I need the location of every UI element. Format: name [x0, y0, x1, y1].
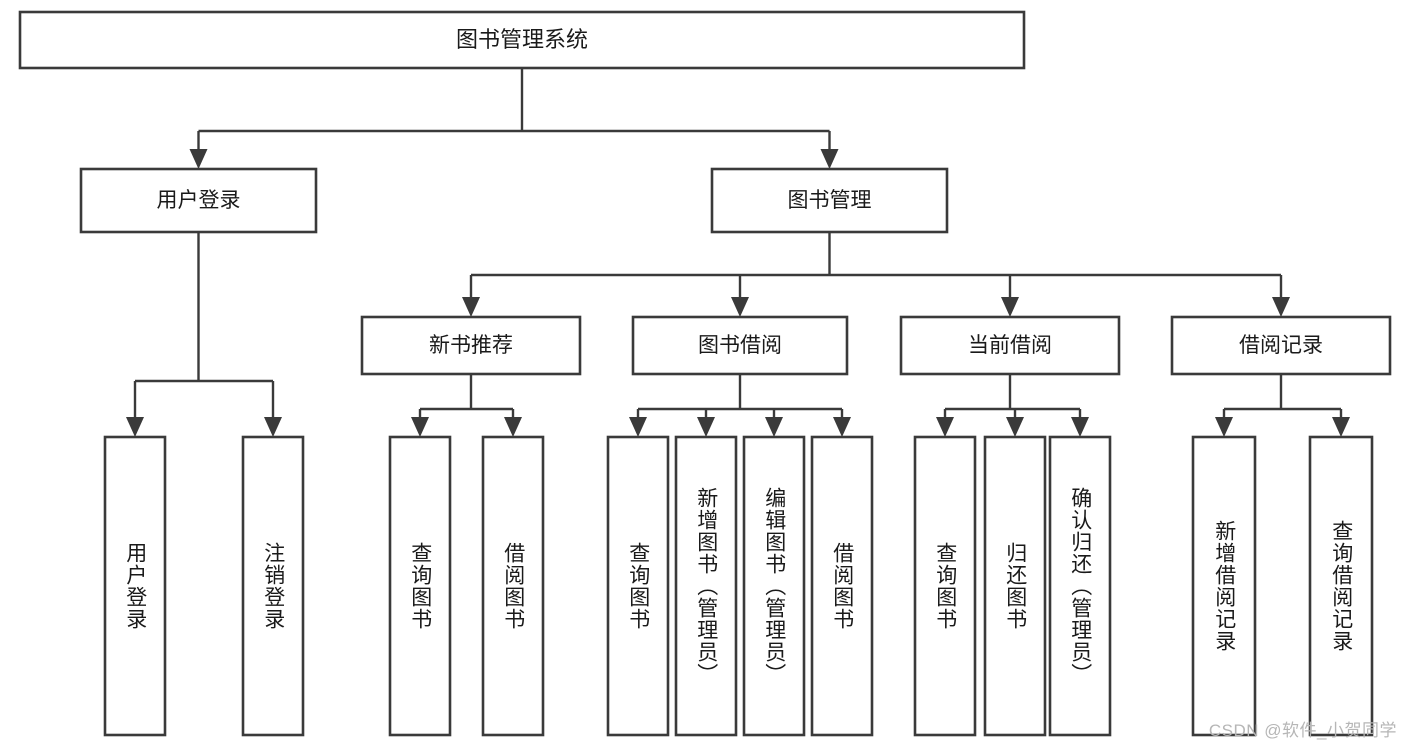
- leaf-node-box-10[interactable]: [1048, 435, 1112, 737]
- leaf-node-box-9[interactable]: [983, 435, 1047, 737]
- root-node-label: 图书管理系统: [456, 27, 588, 52]
- level3-node-box-3[interactable]: [1170, 315, 1392, 376]
- level3-0-to-leaves-arrow-1: [504, 417, 522, 437]
- level3-node-label-3: 借阅记录: [1239, 334, 1323, 357]
- book-mgmt-to-level3-arrow-1: [731, 297, 749, 317]
- level3-node-box-1[interactable]: [631, 315, 849, 376]
- level2-node-label-1: 图书管理: [788, 189, 872, 212]
- leaf-node-box-5[interactable]: [674, 435, 738, 737]
- book-mgmt-to-level3-arrow-2: [1001, 297, 1019, 317]
- level3-1-to-leaves-arrow-0: [629, 417, 647, 437]
- level3-3-to-leaves-arrow-0: [1215, 417, 1233, 437]
- level2-node-label-0: 用户登录: [157, 189, 241, 212]
- user-login-to-leaves-arrow-0: [126, 417, 144, 437]
- leaf-node-box-0[interactable]: [103, 435, 167, 737]
- book-mgmt-to-level3-arrow-0: [462, 297, 480, 317]
- leaf-node-box-7[interactable]: [810, 435, 874, 737]
- level3-1-to-leaves-arrow-1: [697, 417, 715, 437]
- level3-node-box-0[interactable]: [360, 315, 582, 376]
- leaf-node-box-6[interactable]: [742, 435, 806, 737]
- root-to-level2-arrow-1: [820, 149, 839, 169]
- level3-2-to-leaves-arrow-2: [1071, 417, 1089, 437]
- level3-node-box-2[interactable]: [899, 315, 1121, 376]
- level3-0-to-leaves-arrow-0: [411, 417, 429, 437]
- leaf-node-box-2[interactable]: [388, 435, 452, 737]
- level3-1-to-leaves-arrow-3: [833, 417, 851, 437]
- level3-node-label-0: 新书推荐: [429, 334, 513, 357]
- level3-2-to-leaves-arrow-0: [936, 417, 954, 437]
- connectors-layer: [126, 68, 1350, 437]
- leaf-node-box-8[interactable]: [913, 435, 977, 737]
- boxes-layer: [18, 10, 1392, 737]
- level2-node-box-0[interactable]: [79, 167, 318, 234]
- level3-3-to-leaves-arrow-1: [1332, 417, 1350, 437]
- level3-1-to-leaves-arrow-2: [765, 417, 783, 437]
- leaf-node-box-4[interactable]: [606, 435, 670, 737]
- leaf-node-box-1[interactable]: [241, 435, 305, 737]
- level3-2-to-leaves-arrow-1: [1006, 417, 1024, 437]
- csdn-watermark: CSDN @软件_小贺同学: [1208, 721, 1397, 740]
- level2-node-box-1[interactable]: [710, 167, 949, 234]
- leaf-node-box-3[interactable]: [481, 435, 545, 737]
- level3-node-label-1: 图书借阅: [698, 334, 782, 357]
- leaf-node-box-12[interactable]: [1308, 435, 1374, 737]
- book-mgmt-to-level3-arrow-3: [1272, 297, 1290, 317]
- user-login-to-leaves-arrow-1: [264, 417, 282, 437]
- leaf-node-box-11[interactable]: [1191, 435, 1257, 737]
- root-to-level2-arrow-0: [189, 149, 208, 169]
- root-node-box[interactable]: [18, 10, 1026, 70]
- level3-node-label-2: 当前借阅: [968, 334, 1052, 357]
